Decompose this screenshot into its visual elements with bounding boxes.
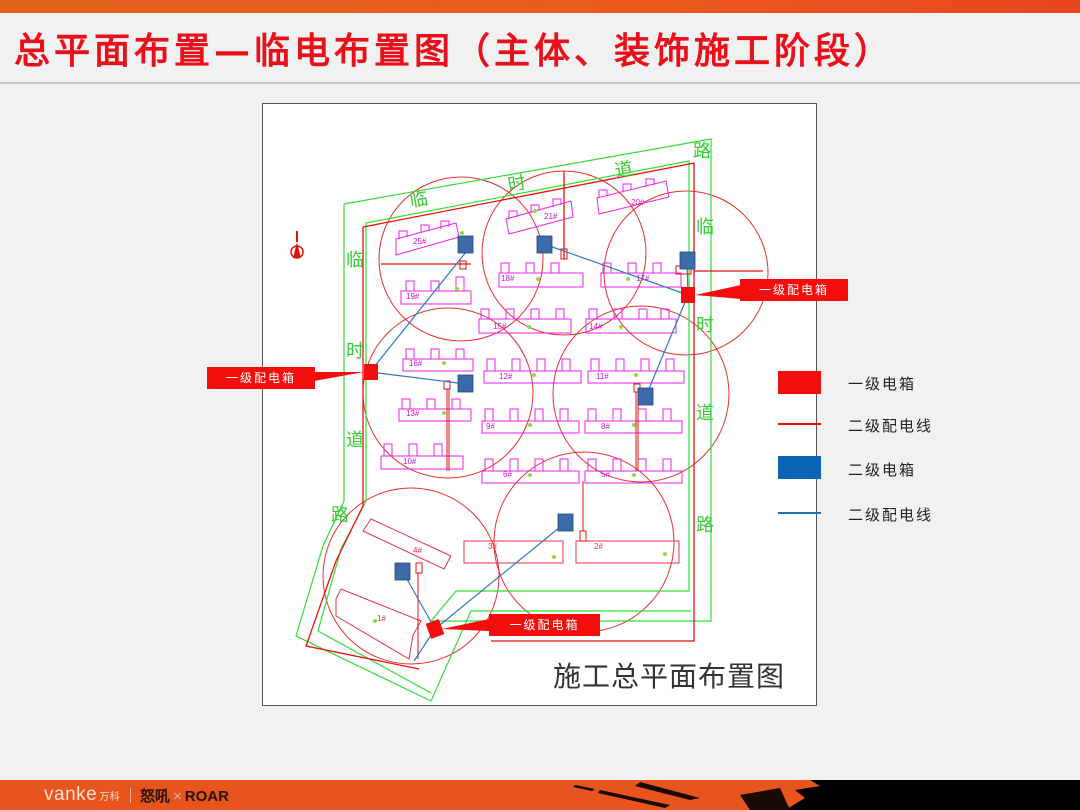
svg-text:时: 时	[506, 172, 527, 196]
callout-pointers	[314, 285, 741, 631]
svg-text:时: 时	[346, 341, 364, 362]
blue-box-swatch-icon	[778, 456, 821, 479]
svg-text:12#: 12#	[499, 372, 513, 381]
partner-name-en: ROAR	[184, 788, 229, 805]
red-line-swatch-icon	[778, 423, 821, 425]
building-markers	[373, 209, 667, 623]
svg-text:5#: 5#	[601, 470, 610, 479]
building-5	[584, 470, 683, 484]
building-labels: 25# 21# 20# 18# 17# 19# 15# 14# 16# 12# …	[377, 198, 650, 623]
road-labels: 临 时 道 路 临 时 道 路 临 时 道 路	[331, 141, 714, 536]
svg-text:20#: 20#	[631, 198, 645, 207]
legend-label: 二级配电线	[848, 506, 934, 524]
svg-text:21#: 21#	[544, 212, 558, 221]
callout-primary-box-top-right: 一级配电箱	[740, 279, 848, 301]
svg-text:临: 临	[696, 217, 714, 238]
building-notches	[383, 178, 675, 471]
buildings	[380, 180, 685, 484]
site-plan-svg: 25# 21# 20# 18# 17# 19# 15# 14# 16# 12# …	[290, 138, 769, 702]
legend-item-primary-box: 一级电箱	[778, 371, 978, 395]
building-8	[584, 420, 683, 434]
legend-label: 二级配电线	[848, 417, 934, 435]
building-19	[400, 290, 472, 305]
svg-text:8#: 8#	[601, 422, 610, 431]
building-10	[380, 455, 464, 470]
drawing-caption: 施工总平面布置图	[553, 660, 786, 693]
crane-feeders	[415, 248, 692, 659]
roar-logo: 怒吼×ROAR	[140, 785, 229, 806]
svg-text:路: 路	[693, 141, 711, 162]
svg-text:道: 道	[696, 403, 714, 424]
secondary-lines	[369, 243, 689, 662]
legend-label: 二级电箱	[848, 461, 917, 479]
building-11	[587, 370, 685, 384]
building-12	[483, 370, 582, 384]
building-25	[395, 222, 460, 256]
north-arrow-icon	[290, 231, 304, 259]
svg-text:2#: 2#	[594, 542, 603, 551]
svg-text:临: 临	[408, 188, 429, 212]
building-2	[575, 540, 680, 564]
legend-label: 一级电箱	[848, 375, 917, 393]
building-9	[481, 420, 580, 434]
building-16	[402, 358, 474, 372]
svg-text:10#: 10#	[403, 457, 417, 466]
primary-feeder-lines	[305, 162, 763, 670]
secondary-boxes	[394, 235, 696, 581]
svg-text:13#: 13#	[406, 409, 420, 418]
building-3	[463, 540, 564, 564]
svg-text:25#: 25#	[413, 237, 427, 246]
top-accent-bar	[0, 0, 1080, 13]
brand-name: vanke	[44, 784, 98, 805]
svg-text:时: 时	[696, 315, 714, 336]
building-21	[505, 200, 574, 235]
svg-text:18#: 18#	[501, 274, 515, 283]
svg-text:14#: 14#	[589, 322, 603, 331]
legend-item-primary-line: 二级配电线	[778, 413, 978, 437]
building-14	[585, 318, 677, 334]
lower-buildings	[335, 518, 680, 660]
blue-line-swatch-icon	[778, 512, 821, 514]
svg-text:4#: 4#	[413, 546, 422, 555]
page-title: 总平面布置—临电布置图（主体、装饰施工阶段）	[14, 30, 895, 72]
svg-text:路: 路	[331, 505, 349, 526]
building-6	[481, 470, 580, 484]
svg-text:19#: 19#	[406, 292, 420, 301]
callout-primary-box-left: 一级配电箱	[207, 367, 315, 389]
svg-text:16#: 16#	[409, 359, 423, 368]
primary-boxes	[364, 287, 695, 639]
svg-text:3#: 3#	[488, 542, 497, 551]
building-18	[498, 272, 584, 288]
footer-divider	[130, 788, 131, 803]
svg-text:15#: 15#	[493, 322, 507, 331]
callout-primary-box-bottom: 一级配电箱	[489, 614, 600, 636]
svg-text:6#: 6#	[503, 470, 512, 479]
title-divider	[0, 82, 1080, 84]
svg-text:临: 临	[346, 250, 364, 271]
building-20	[596, 180, 670, 215]
temporary-road	[295, 138, 712, 702]
building-4	[362, 518, 452, 570]
legend-item-secondary-line: 二级配电线	[778, 502, 978, 526]
building-1	[335, 588, 422, 660]
svg-text:11#: 11#	[596, 372, 609, 381]
svg-text:1#: 1#	[377, 614, 386, 623]
brand-name-cn: 万科	[99, 792, 121, 803]
site-plan-drawing: 25# 21# 20# 18# 17# 19# 15# 14# 16# 12# …	[207, 103, 848, 706]
partner-name-cn: 怒吼	[140, 788, 171, 805]
svg-text:9#: 9#	[486, 422, 495, 431]
cross-icon: ×	[173, 788, 182, 805]
red-box-swatch-icon	[778, 371, 821, 394]
svg-text:道: 道	[613, 158, 634, 182]
legend-item-secondary-box: 二级电箱	[778, 456, 978, 481]
svg-text:路: 路	[696, 515, 714, 536]
building-15	[478, 318, 572, 334]
brush-splash-decoration	[573, 780, 1080, 810]
svg-text:道: 道	[346, 430, 364, 451]
